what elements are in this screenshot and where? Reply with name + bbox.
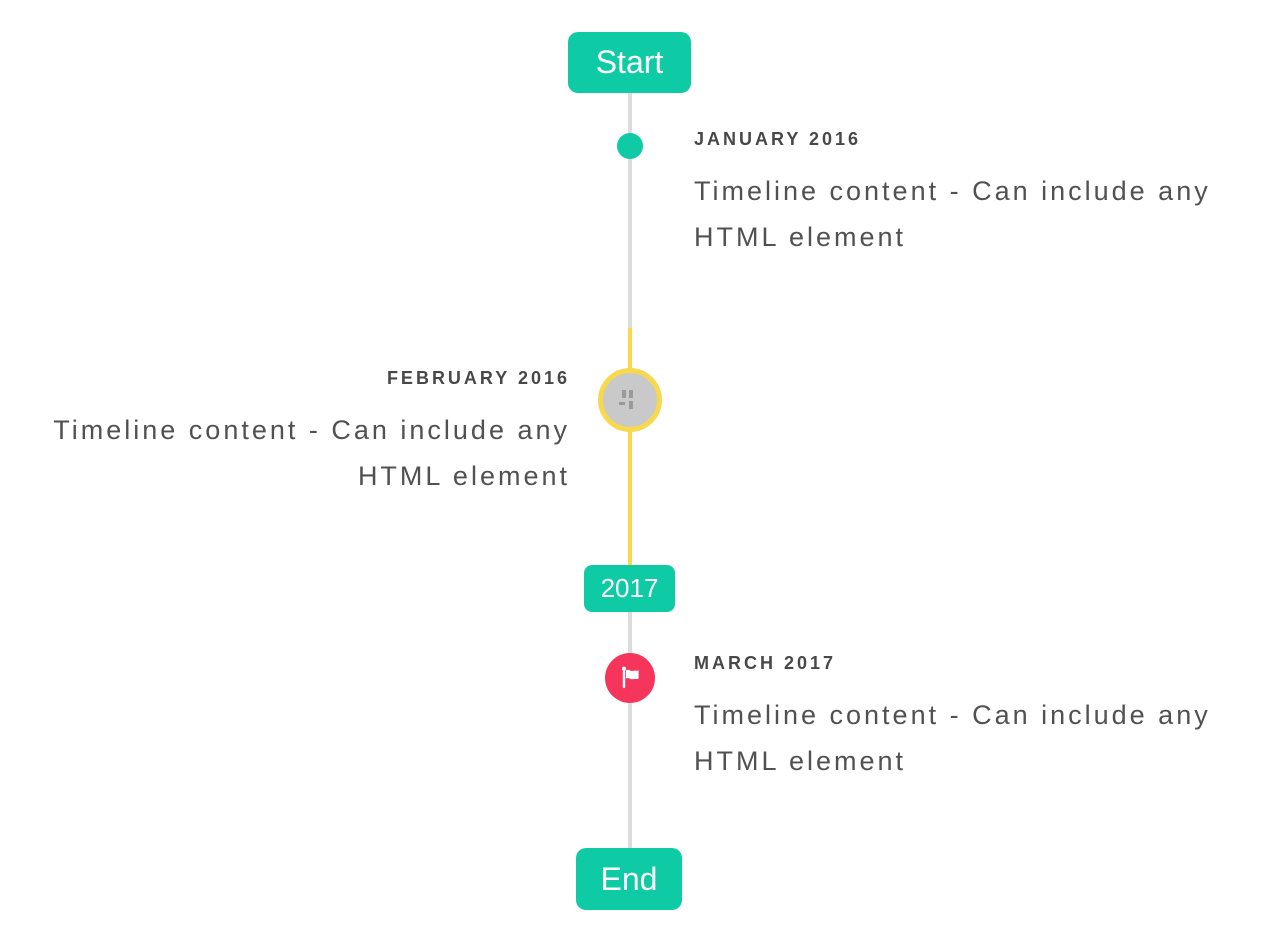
timeline-year-badge[interactable]: 2017 — [584, 565, 675, 612]
timeline-item-content: Timeline content - Can include any HTML … — [694, 700, 1211, 776]
timeline-marker-march-flag[interactable] — [605, 653, 655, 703]
timeline-marker-january-dot[interactable] — [617, 133, 643, 159]
timeline-item-february: FEBRUARY 2016 Timeline content - Can inc… — [30, 365, 570, 499]
timeline-item-date: FEBRUARY 2016 — [386, 368, 570, 388]
timeline-item-march: MARCH 2017 Timeline content - Can includ… — [694, 650, 1234, 784]
flag-icon — [622, 666, 639, 689]
timeline-item-content: Timeline content - Can include any HTML … — [694, 176, 1211, 252]
timeline-item-date: JANUARY 2016 — [694, 129, 862, 149]
timeline-item-date: MARCH 2017 — [694, 653, 837, 673]
timeline-item-content: Timeline content - Can include any HTML … — [53, 415, 570, 491]
timeline-item-january: JANUARY 2016 Timeline content - Can incl… — [694, 126, 1234, 260]
broken-image-icon — [619, 390, 633, 409]
timeline-line-highlighted-segment — [628, 328, 632, 566]
timeline-start-badge[interactable]: Start — [568, 32, 691, 93]
timeline-end-badge[interactable]: End — [576, 848, 682, 910]
timeline-marker-february-image[interactable] — [598, 368, 662, 432]
